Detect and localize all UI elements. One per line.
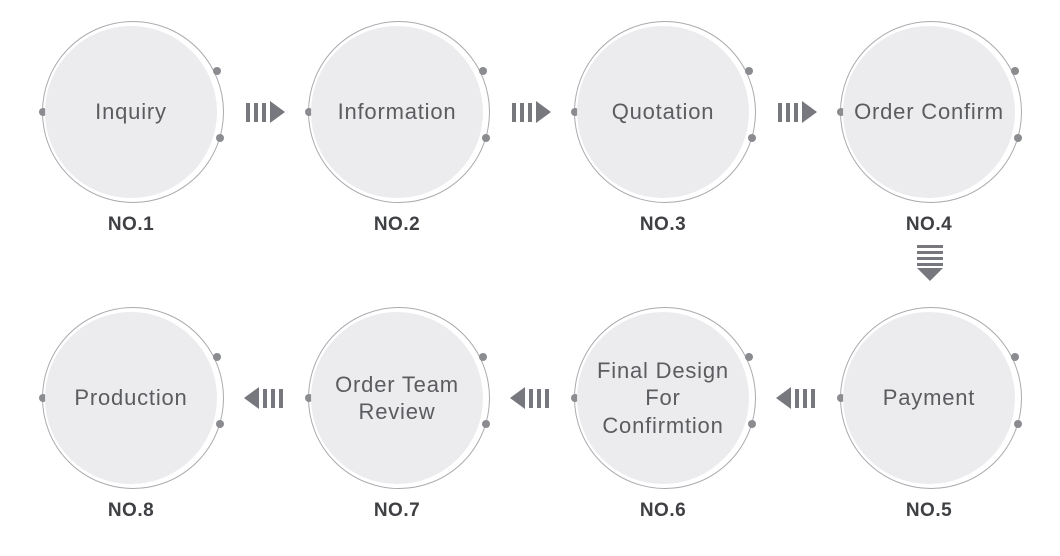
ring-dot-icon: [482, 419, 490, 428]
ring-dot-icon: [837, 394, 845, 402]
ring-dot-icon: [1011, 67, 1019, 75]
arrow-left-icon: [749, 312, 843, 484]
ring-dot-icon: [479, 67, 487, 75]
node-order-team-review: Order Team Review NO.7: [305, 307, 490, 522]
node-payment: Payment NO.5: [837, 307, 1022, 522]
arrow-right-icon: [749, 26, 843, 198]
arrow-left-icon: [483, 312, 577, 484]
node-ring: [837, 307, 1022, 489]
node-order-confirm: Order Confirm NO.4: [837, 21, 1022, 236]
node-quotation: Quotation NO.3: [571, 21, 756, 236]
ring-dot-icon: [571, 108, 579, 116]
ring-dot-icon: [748, 133, 756, 142]
node-number: NO.4: [905, 214, 953, 235]
node-label: Final Design For Confirmtion: [597, 357, 729, 438]
node-circle: Payment: [843, 312, 1015, 484]
node-number: NO.3: [639, 214, 687, 235]
ring-dot-icon: [748, 419, 756, 428]
node-final-design: Final Design For Confirmtion NO.6: [571, 307, 756, 522]
node-ring: [571, 307, 756, 489]
ring-dot-icon: [1014, 419, 1022, 428]
node-number: NO.6: [639, 500, 687, 521]
node-label: Order Confirm: [854, 99, 1004, 125]
node-inquiry: Inquiry NO.1: [39, 21, 224, 236]
flow-row-bottom: Production NO.8 Order Team Review NO.7: [0, 236, 1060, 522]
node-circle: Final Design For Confirmtion: [577, 312, 749, 484]
node-ring: [305, 21, 490, 203]
node-circle: Information: [311, 26, 483, 198]
node-number: NO.8: [107, 500, 155, 521]
ring-dot-icon: [482, 133, 490, 142]
ring-dot-icon: [571, 394, 579, 402]
node-label: Information: [337, 99, 457, 125]
node-label: Order Team Review: [335, 371, 459, 425]
ring-dot-icon: [745, 67, 753, 75]
ring-dot-icon: [216, 133, 224, 142]
ring-dot-icon: [837, 108, 845, 116]
node-circle: Order Confirm: [843, 26, 1015, 198]
node-ring: [837, 21, 1022, 203]
flow-row-top: Inquiry NO.1 Information NO.2: [0, 0, 1060, 236]
node-label: Production: [74, 385, 188, 411]
node-ring: [39, 21, 224, 203]
node-ring: [39, 307, 224, 489]
node-number: NO.2: [373, 214, 421, 235]
ring-dot-icon: [213, 353, 221, 361]
node-circle: Production: [45, 312, 217, 484]
node-label: Payment: [882, 385, 976, 411]
arrow-right-icon: [483, 26, 577, 198]
ring-dot-icon: [305, 108, 313, 116]
node-information: Information NO.2: [305, 21, 490, 236]
arrow-right-icon: [217, 26, 311, 198]
node-ring: [571, 21, 756, 203]
node-circle: Order Team Review: [311, 312, 483, 484]
node-production: Production NO.8: [39, 307, 224, 522]
ring-dot-icon: [479, 353, 487, 361]
arrow-left-icon: [217, 312, 311, 484]
node-circle: Quotation: [577, 26, 749, 198]
ring-dot-icon: [216, 419, 224, 428]
ring-dot-icon: [213, 67, 221, 75]
ring-dot-icon: [39, 394, 47, 402]
node-number: NO.7: [373, 500, 421, 521]
ring-dot-icon: [39, 108, 47, 116]
ring-dot-icon: [1011, 353, 1019, 361]
arrow-down-icon: [917, 243, 943, 281]
ring-dot-icon: [745, 353, 753, 361]
node-label: Inquiry: [95, 99, 167, 125]
node-number: NO.5: [905, 500, 953, 521]
node-number: NO.1: [107, 214, 155, 235]
node-label: Quotation: [611, 99, 715, 125]
ring-dot-icon: [1014, 133, 1022, 142]
node-ring: [305, 307, 490, 489]
ring-dot-icon: [305, 394, 313, 402]
node-circle: Inquiry: [45, 26, 217, 198]
